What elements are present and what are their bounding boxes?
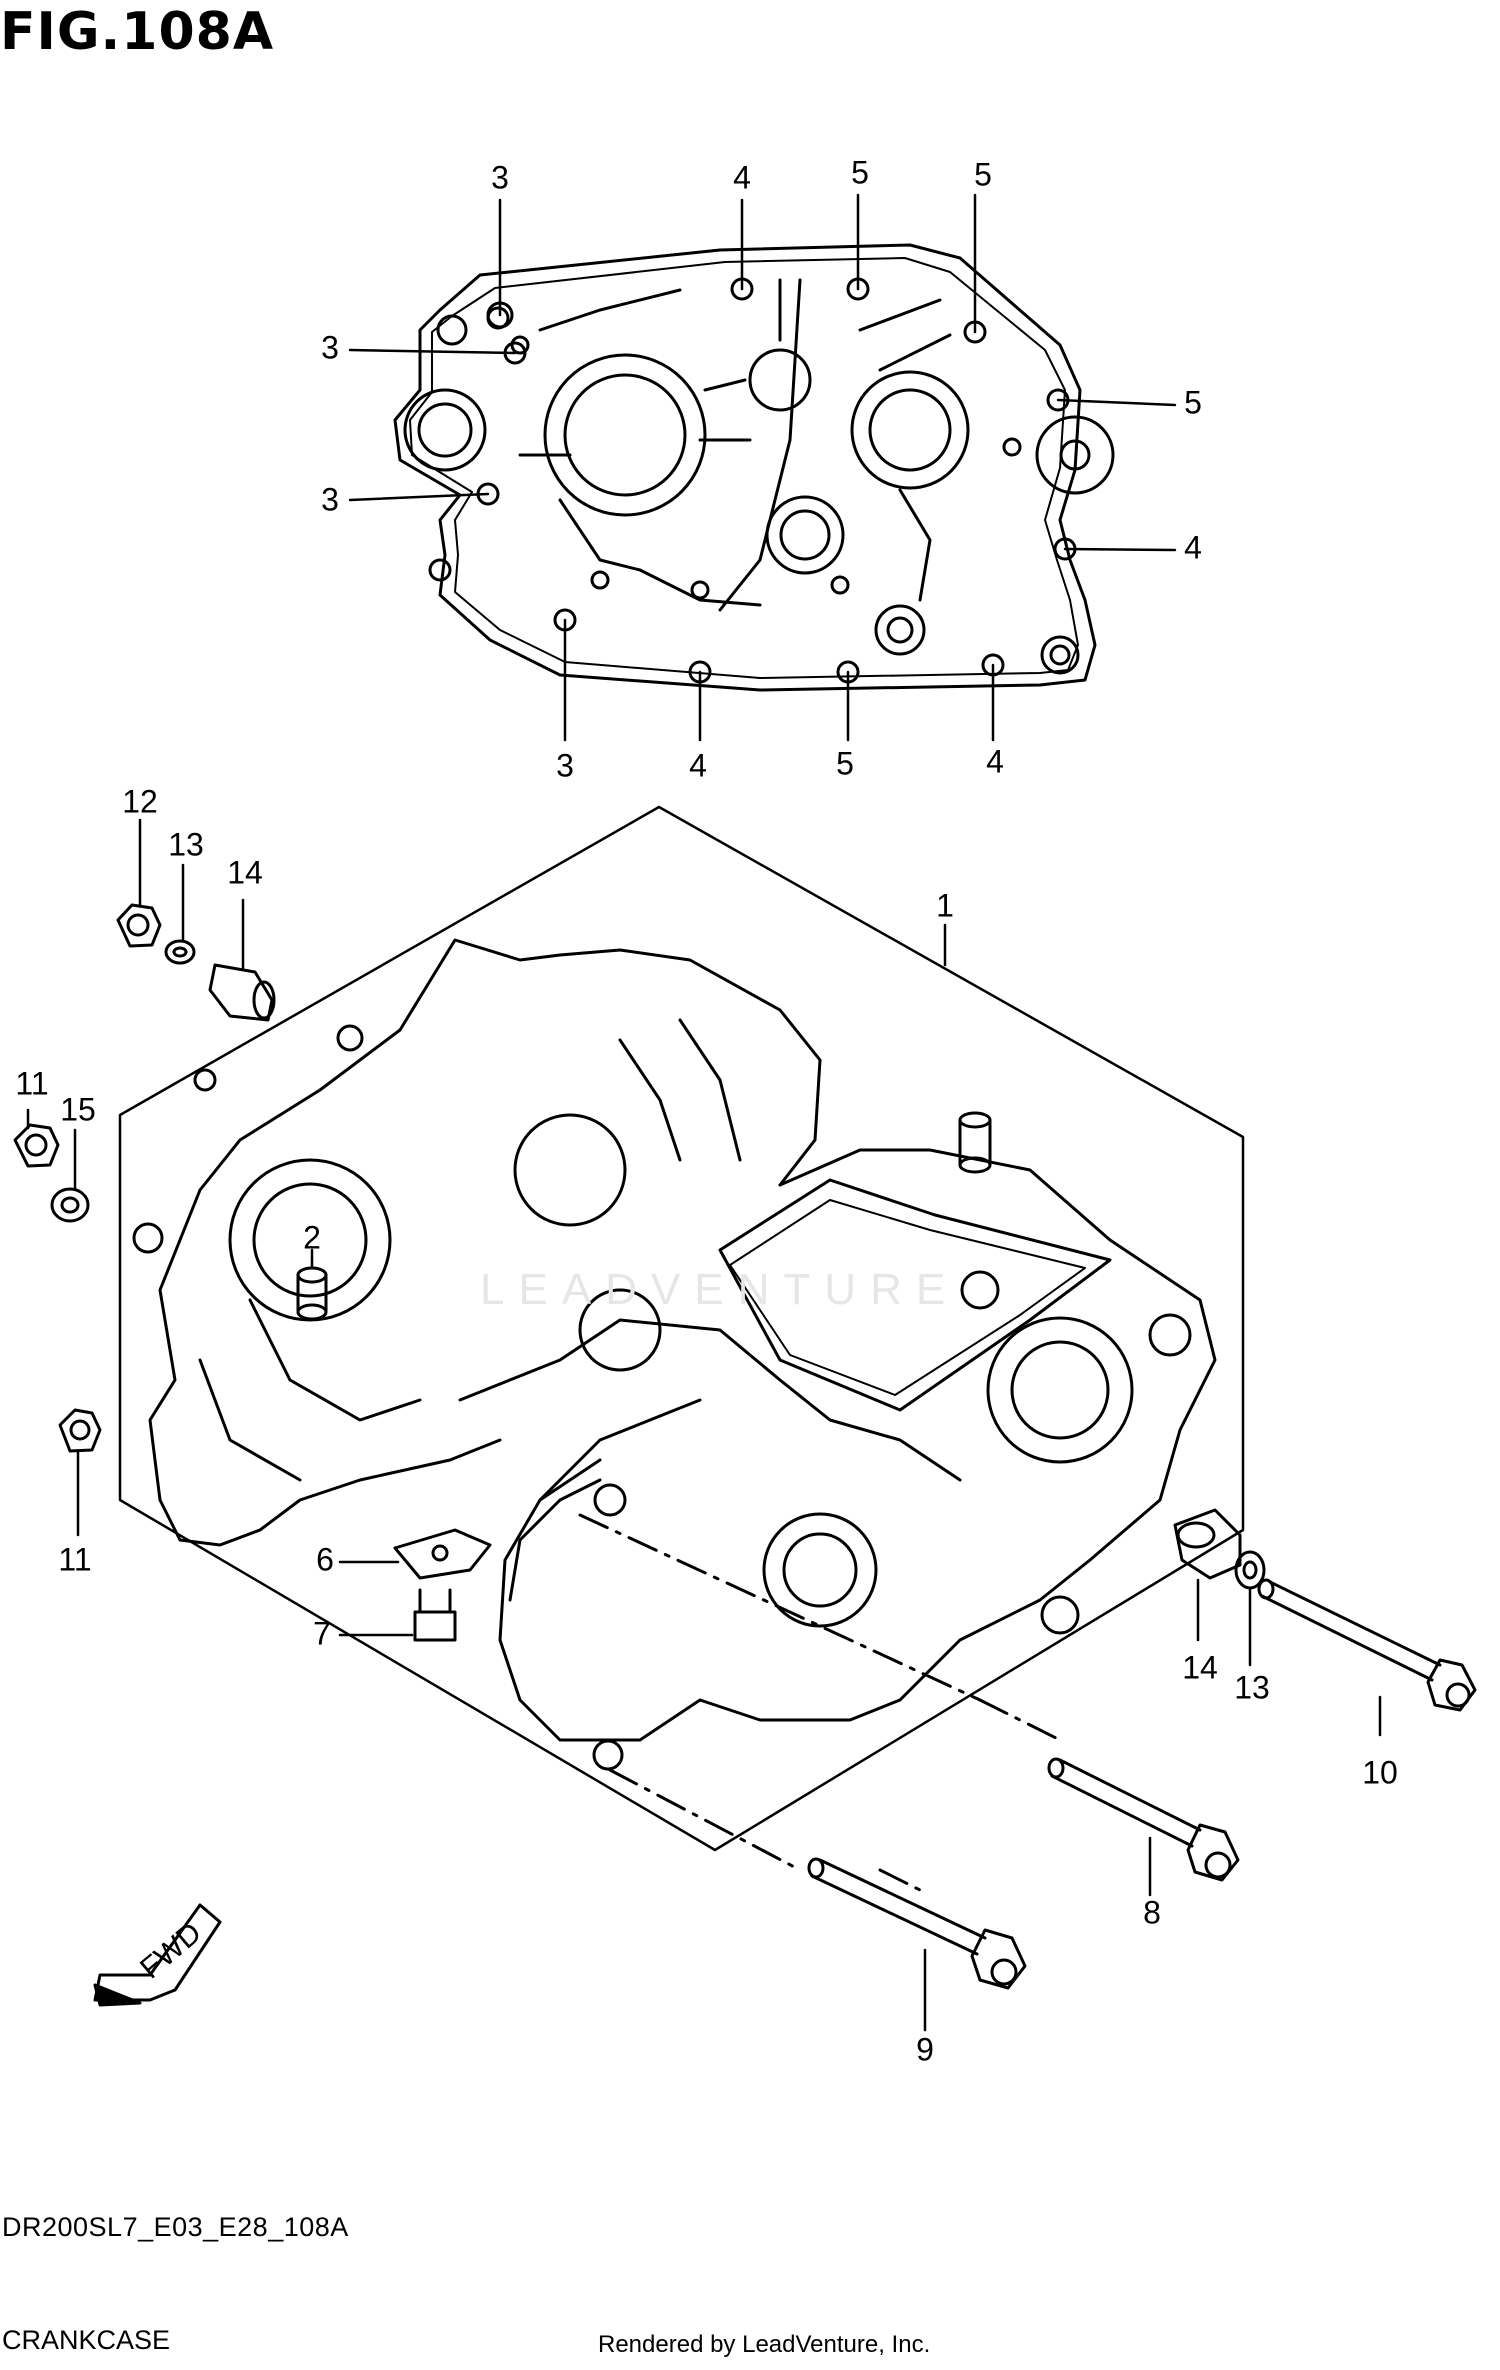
nut-11-lower (58, 1408, 102, 1453)
bolt-7 (413, 1588, 457, 1642)
callout-gasket-bottom-1: 3 (556, 747, 574, 783)
bolt-9 (807, 1857, 1027, 1990)
callout-11-lower: 11 (58, 1541, 91, 1577)
washer-15 (50, 1187, 90, 1223)
bushing-14-upper (208, 963, 276, 1022)
callout-15: 15 (60, 1091, 96, 1127)
figure-title: FIG.108A (0, 2, 275, 62)
washer-13-lower (1234, 1550, 1266, 1590)
callout-gasket-left-2: 3 (321, 481, 339, 517)
callout-gasket-top-4: 5 (974, 156, 992, 192)
callout-gasket-top-2: 4 (733, 159, 751, 195)
crankcase-gasket-outline (393, 243, 1115, 692)
figure-name: CRANKCASE (2, 2325, 171, 2355)
nut-12 (116, 903, 162, 948)
callout-1: 1 (936, 887, 954, 923)
callout-gasket-bottom-3: 5 (836, 745, 854, 781)
bolt-8 (1047, 1757, 1240, 1882)
fwd-arrow (93, 1903, 222, 2007)
callout-14-lower: 14 (1182, 1649, 1218, 1685)
nut-11-upper (13, 1123, 60, 1168)
watermark: LEADVENTURE (480, 1265, 960, 1314)
callout-gasket-left-1: 3 (321, 329, 339, 365)
callout-gasket-bottom-2: 4 (689, 747, 707, 783)
clamp-6 (393, 1528, 492, 1580)
callout-11-upper: 11 (15, 1065, 48, 1101)
crankcase-body (132, 938, 1217, 1892)
gasket-leader-lines (348, 193, 1177, 742)
callout-gasket-top-3: 5 (851, 154, 869, 190)
dowel-pin (296, 1266, 328, 1321)
washer-13-upper (164, 939, 196, 965)
callout-2: 2 (303, 1219, 321, 1255)
render-credit: Rendered by LeadVenture, Inc. (598, 2331, 931, 2358)
callout-gasket-top-1: 3 (491, 159, 509, 195)
callout-13-upper: 13 (168, 826, 204, 862)
bushing-14-lower (1173, 1508, 1242, 1580)
callout-gasket-right-2: 4 (1184, 529, 1202, 565)
callout-9: 9 (916, 2031, 934, 2067)
assembly-frame (118, 805, 1245, 1852)
callout-6: 6 (316, 1541, 334, 1577)
bolt-10 (1257, 1578, 1477, 1712)
callout-numbers: 3 4 5 5 3 3 5 4 3 4 5 4 1 2 6 7 8 9 10 1… (15, 154, 1397, 2067)
callout-7: 7 (313, 1615, 331, 1651)
assembly-leader-lines (26, 818, 1382, 2032)
callout-14-upper: 14 (227, 854, 263, 890)
callout-12: 12 (122, 783, 158, 819)
callout-8: 8 (1143, 1894, 1161, 1930)
callout-13-lower: 13 (1234, 1669, 1270, 1705)
callout-gasket-right-1: 5 (1184, 384, 1202, 420)
callout-10: 10 (1362, 1754, 1398, 1790)
callout-gasket-bottom-4: 4 (986, 743, 1004, 779)
figure-code: DR200SL7_E03_E28_108A (2, 2212, 349, 2242)
